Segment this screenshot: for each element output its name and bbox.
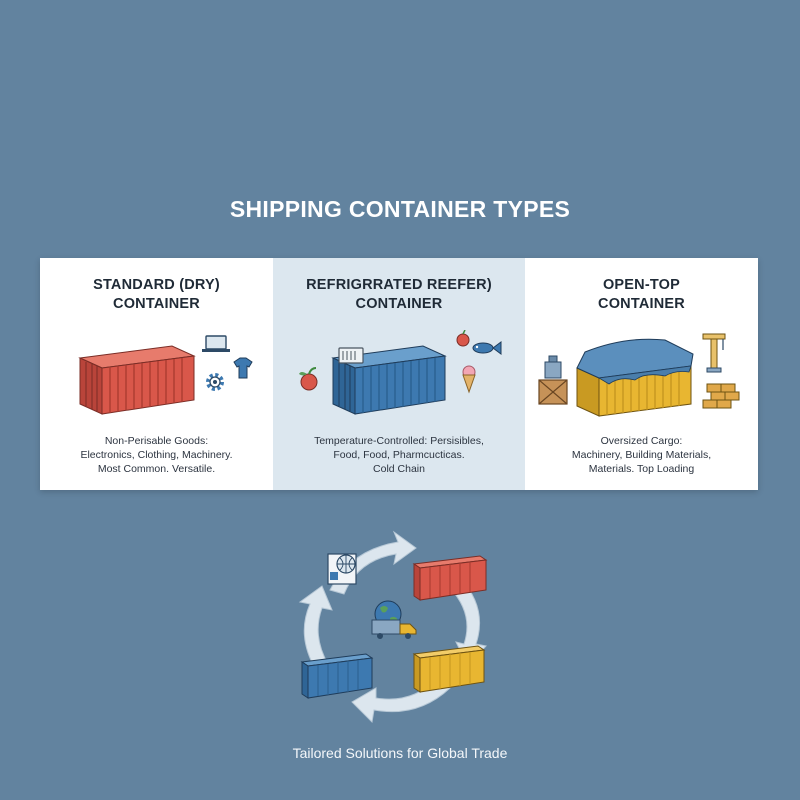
card-description: Oversized Cargo: Machinery, Building Mat… [525, 434, 758, 476]
card-description-line: Most Common. Versatile. [97, 463, 216, 475]
card-description-line: Non-Perisable Goods: [104, 435, 209, 447]
apple-icon [299, 367, 318, 391]
card-title: OPEN-TOP CONTAINER [525, 276, 758, 314]
apple-icon [456, 330, 470, 347]
card-title-line: CONTAINER [113, 296, 200, 312]
crane-icon [702, 333, 726, 373]
card-title-line: REFRIGRRATED REEFER) [306, 277, 492, 293]
card-title: REFRIGRRATED REEFER) CONTAINER [273, 276, 525, 314]
footer-tagline: Tailored Solutions for Global Trade [292, 745, 508, 761]
card-title-line: STANDARD (DRY) [93, 277, 220, 293]
crate-icon [538, 379, 568, 405]
refrigeration-unit-icon [338, 347, 364, 364]
card-title: STANDARD (DRY) CONTAINER [40, 276, 273, 314]
reefer-container-illustration [299, 330, 502, 415]
fish-icon [472, 341, 502, 355]
card-description-line: Electronics, Clothing, Machinery. [80, 449, 233, 461]
card-title-line: CONTAINER [355, 296, 443, 312]
tarp-icon [576, 338, 694, 385]
red-container-icon [412, 555, 488, 601]
open-top-container-illustration [538, 333, 740, 417]
card-description-line: Cold Chain [373, 463, 425, 475]
laptop-icon [202, 335, 230, 352]
world-map-icon [327, 553, 357, 585]
container-types-panel: STANDARD (DRY) CONTAINER [40, 258, 758, 490]
card-reefer-container: REFRIGRRATED REEFER) CONTAINER [273, 258, 525, 490]
card-description-line: Temperature-Controlled: Persisibles, [314, 435, 484, 447]
page-title: SHIPPING CONTAINER TYPES [229, 196, 571, 222]
globe-truck-icon [371, 600, 417, 639]
card-description-line: Machinery, Building Materials, [571, 449, 712, 461]
card-description-line: Materials. Top Loading [588, 463, 695, 475]
card-description-line: Food, Food, Pharmcucticas. [333, 449, 465, 461]
cycle-arrow-left [298, 585, 333, 671]
blue-container-icon [300, 653, 374, 699]
machine-icon [544, 355, 562, 379]
card-open-top-container: OPEN-TOP CONTAINER [525, 258, 758, 490]
standard-container-illustration [78, 335, 253, 415]
card-standard-container: STANDARD (DRY) CONTAINER [40, 258, 273, 490]
ice-cream-icon [462, 365, 476, 394]
card-title-line: CONTAINER [598, 296, 685, 312]
yellow-container-icon [412, 645, 486, 693]
card-description: Temperature-Controlled: Persisibles, Foo… [273, 434, 525, 476]
card-title-line: OPEN-TOP [602, 277, 681, 293]
card-description: Non-Perisable Goods: Electronics, Clothi… [40, 434, 273, 476]
logistics-cycle-diagram [298, 530, 488, 724]
card-description-line: Oversized Cargo: [600, 435, 683, 447]
red-container-icon [78, 345, 196, 415]
gear-icon [206, 373, 224, 391]
tshirt-icon [233, 357, 253, 379]
bricks-icon [702, 383, 740, 409]
